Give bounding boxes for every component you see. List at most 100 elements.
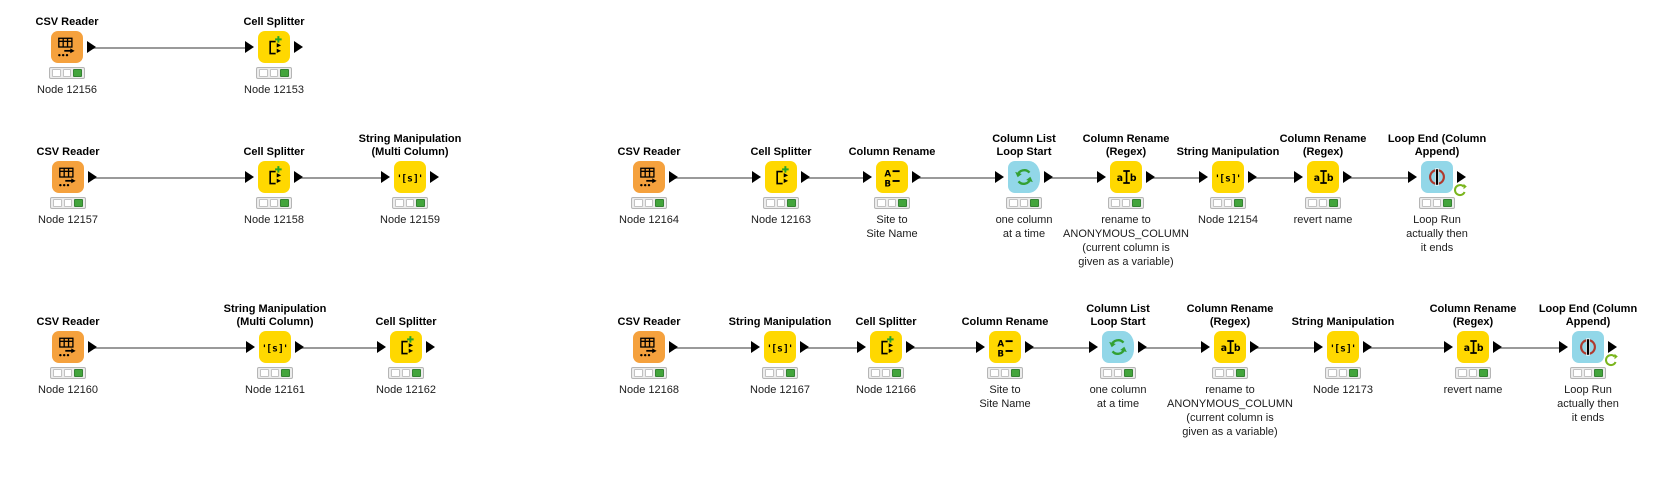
node-string-manipulation[interactable]: String Manipulation Node 12167 [725,296,835,397]
input-port[interactable] [245,41,254,53]
node-cell-splitter[interactable]: Cell Splitter Node 12153 [219,0,329,97]
node-column-list-loop-start[interactable]: Column List Loop Start one column at a t… [1063,296,1173,411]
input-port[interactable] [1408,171,1417,183]
loop-end-icon[interactable] [1421,161,1453,193]
input-port[interactable] [245,171,254,183]
node-cell-splitter[interactable]: Cell Splitter Node 12158 [219,126,329,227]
connection-line[interactable] [93,47,248,49]
output-port[interactable] [1025,341,1034,353]
output-port[interactable] [906,341,915,353]
node-csv-reader[interactable]: CSV Reader Node 12156 [12,0,122,97]
output-port[interactable] [1608,341,1617,353]
node-cell-splitter[interactable]: Cell Splitter Node 12163 [726,126,836,227]
output-port[interactable] [1363,341,1372,353]
connection-line[interactable] [807,177,866,179]
cell-splitter-icon[interactable] [258,161,290,193]
csv-reader-icon[interactable] [52,161,84,193]
input-port[interactable] [1097,171,1106,183]
output-port[interactable] [1248,171,1257,183]
csv-reader-icon[interactable] [633,331,665,363]
string-manipulation-icon[interactable] [394,161,426,193]
connection-line[interactable] [1256,347,1317,349]
node-column-rename[interactable]: Column Rename Site to Site Name [950,296,1060,411]
node-csv-reader[interactable]: CSV Reader Node 12168 [594,296,704,397]
node-column-rename-regex[interactable]: Column Rename (Regex) revert name [1418,296,1528,397]
output-port[interactable] [88,341,97,353]
cell-splitter-icon[interactable] [390,331,422,363]
output-port[interactable] [1138,341,1147,353]
string-manipulation-icon[interactable] [1212,161,1244,193]
connection-line[interactable] [918,177,998,179]
column-rename-regex-icon[interactable] [1307,161,1339,193]
input-port[interactable] [751,341,760,353]
node-column-list-loop-start[interactable]: Column List Loop Start one column at a t… [969,126,1079,241]
column-rename-regex-icon[interactable] [1457,331,1489,363]
connection-line[interactable] [1254,177,1297,179]
input-port[interactable] [857,341,866,353]
connection-line[interactable] [1031,347,1092,349]
output-port[interactable] [912,171,921,183]
input-port[interactable] [377,341,386,353]
column-rename-icon[interactable] [989,331,1021,363]
output-port[interactable] [87,41,96,53]
output-port[interactable] [669,341,678,353]
string-manipulation-icon[interactable] [259,331,291,363]
input-port[interactable] [995,171,1004,183]
node-string-manipulation[interactable]: String Manipulation Node 12173 [1288,296,1398,397]
output-port[interactable] [800,341,809,353]
node-string-manipulation-multi-column[interactable]: String Manipulation (Multi Column) Node … [355,126,465,227]
connection-line[interactable] [1152,177,1202,179]
column-rename-regex-icon[interactable] [1110,161,1142,193]
node-loop-end-column-append[interactable]: Loop End (Column Append) Loop Run actual… [1382,126,1492,255]
output-port[interactable] [294,41,303,53]
node-csv-reader[interactable]: CSV Reader Node 12160 [13,296,123,397]
csv-reader-icon[interactable] [51,31,83,63]
connection-line[interactable] [1369,347,1447,349]
cell-splitter-icon[interactable] [258,31,290,63]
output-port[interactable] [1457,171,1466,183]
input-port[interactable] [1089,341,1098,353]
output-port[interactable] [1343,171,1352,183]
output-port[interactable] [295,341,304,353]
input-port[interactable] [1294,171,1303,183]
cell-splitter-icon[interactable] [870,331,902,363]
input-port[interactable] [1201,341,1210,353]
connection-line[interactable] [1050,177,1100,179]
node-column-rename[interactable]: Column Rename Site to Site Name [837,126,947,241]
output-port[interactable] [801,171,810,183]
output-port[interactable] [1146,171,1155,183]
input-port[interactable] [1444,341,1453,353]
input-port[interactable] [381,171,390,183]
connection-line[interactable] [806,347,860,349]
cell-splitter-icon[interactable] [765,161,797,193]
node-string-manipulation[interactable]: String Manipulation Node 12154 [1173,126,1283,227]
node-string-manipulation-multi-column[interactable]: String Manipulation (Multi Column) Node … [220,296,330,397]
connection-line[interactable] [94,177,248,179]
connection-line[interactable] [675,347,754,349]
output-port[interactable] [426,341,435,353]
input-port[interactable] [976,341,985,353]
string-manipulation-icon[interactable] [1327,331,1359,363]
string-manipulation-icon[interactable] [764,331,796,363]
input-port[interactable] [1559,341,1568,353]
node-cell-splitter[interactable]: Cell Splitter Node 12162 [351,296,461,397]
node-column-rename-regex[interactable]: Column Rename (Regex) rename to ANONYMOU… [1063,126,1189,269]
output-port[interactable] [1044,171,1053,183]
output-port[interactable] [1493,341,1502,353]
connection-line[interactable] [912,347,979,349]
node-column-rename-regex[interactable]: Column Rename (Regex) revert name [1268,126,1378,227]
connection-line[interactable] [301,347,380,349]
node-cell-splitter[interactable]: Cell Splitter Node 12166 [831,296,941,397]
connection-line[interactable] [1144,347,1204,349]
input-port[interactable] [246,341,255,353]
column-rename-regex-icon[interactable] [1214,331,1246,363]
input-port[interactable] [752,171,761,183]
loop-start-icon[interactable] [1008,161,1040,193]
connection-line[interactable] [1349,177,1411,179]
connection-line[interactable] [94,347,249,349]
column-rename-icon[interactable] [876,161,908,193]
input-port[interactable] [1314,341,1323,353]
connection-line[interactable] [1499,347,1562,349]
output-port[interactable] [430,171,439,183]
connection-line[interactable] [675,177,755,179]
